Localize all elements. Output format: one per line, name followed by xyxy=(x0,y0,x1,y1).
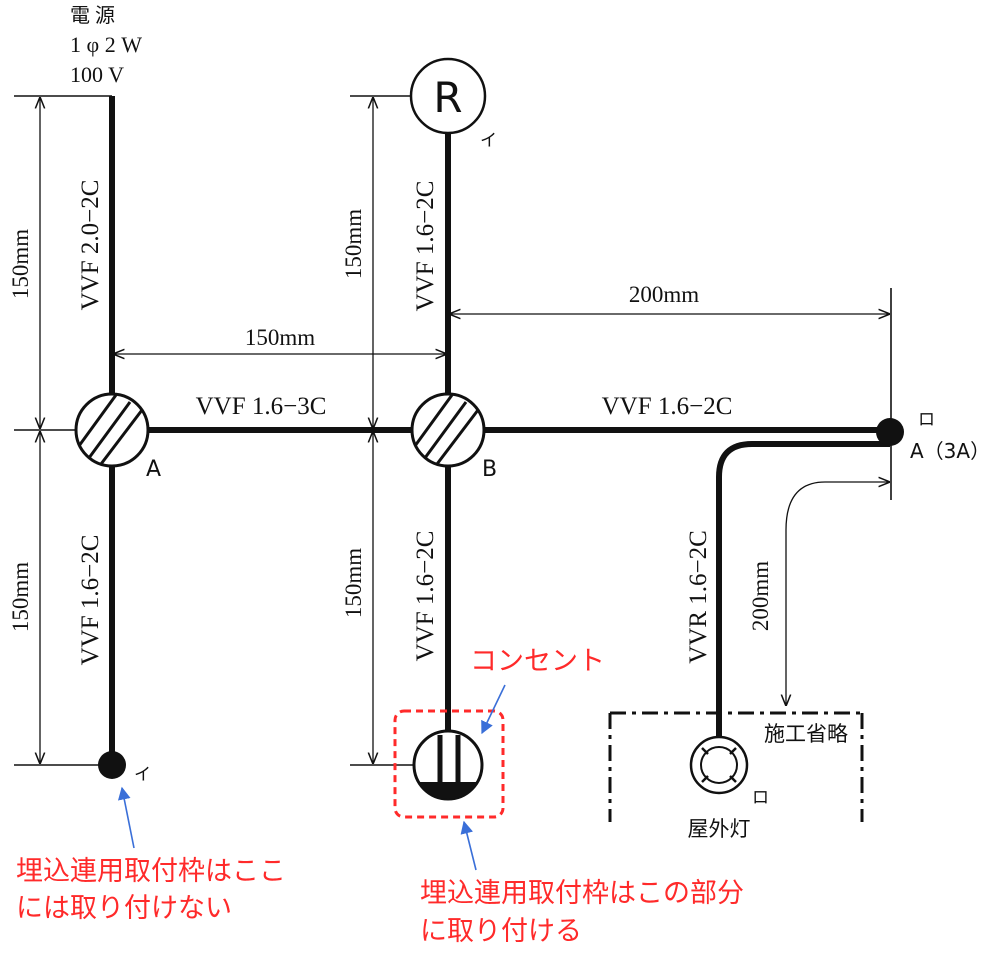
box-b-label: B xyxy=(482,457,497,482)
lamp-mark: ロ xyxy=(752,788,769,808)
outdoor-lamp-symbol xyxy=(689,735,749,795)
dim-label-middle-upper: 150mm xyxy=(341,209,366,279)
arrow-to-outlet-box xyxy=(460,820,477,871)
receptacle-mark: イ xyxy=(480,131,497,151)
dim-vertical-right xyxy=(786,482,889,705)
power-voltage: 100 V xyxy=(70,62,124,87)
cables xyxy=(109,96,890,765)
junction-box-b xyxy=(410,392,486,468)
junction-box-a xyxy=(74,392,150,468)
cable-label-b-up: VVF 1.6−2C xyxy=(412,181,439,312)
no-frame-note-line2: には取り付けない xyxy=(16,893,232,924)
outlet-highlight-box xyxy=(393,709,505,819)
power-source-title: 電 源 xyxy=(70,4,115,27)
hatch-a xyxy=(76,394,144,466)
hatch-b xyxy=(412,394,480,466)
dim-label-middle-lower: 150mm xyxy=(341,548,366,618)
cable-label-a-down: VVF 1.6−2C xyxy=(77,535,104,666)
box-a-label: A xyxy=(146,457,161,482)
no-frame-note-line1: 埋込連用取付枠はここ xyxy=(16,856,286,887)
end-a-mark: イ xyxy=(134,765,151,785)
dim-label-horizontal-ab: 150mm xyxy=(245,325,315,350)
cable-label-source: VVF 2.0−2C xyxy=(77,180,104,311)
omitted-area-border xyxy=(608,711,864,822)
dim-label-vertical-right: 200mm xyxy=(748,561,773,631)
dimension-lines xyxy=(40,98,889,763)
dim-label-horizontal-right: 200mm xyxy=(629,282,699,307)
cable-vvr xyxy=(716,441,890,738)
frame-note-line1: 埋込連用取付枠はこの部分 xyxy=(420,878,744,909)
arrow-to-outlet xyxy=(481,684,506,735)
switch-mark: ロ xyxy=(918,410,935,430)
end-dot-a xyxy=(98,751,126,779)
cable-label-b-right: VVF 1.6−2C xyxy=(602,393,733,420)
reference-lines xyxy=(14,95,892,766)
receptacle-r-symbol: R xyxy=(409,57,487,135)
frame-note-line2: に取り付ける xyxy=(420,916,582,947)
power-source-label: 電 源 1 φ 2 W 100 V xyxy=(70,4,142,87)
dim-label-left-lower: 150mm xyxy=(8,562,33,632)
cable-label-a-to-b: VVF 1.6−3C xyxy=(196,393,327,420)
switch-label: A（3A） xyxy=(910,439,990,463)
outlet-symbol xyxy=(412,729,484,801)
power-phase: 1 φ 2 W xyxy=(70,32,142,57)
arrow-to-end-a xyxy=(117,786,135,849)
dim-label-left-upper: 150mm xyxy=(8,229,33,299)
omitted-label: 施工省略 xyxy=(764,722,848,746)
outlet-annotation: コンセント xyxy=(470,646,605,677)
receptacle-letter: R xyxy=(433,73,462,122)
pointer-arrows xyxy=(117,684,506,871)
cable-label-vvr: VVR 1.6−2C xyxy=(685,530,712,664)
switch-dot xyxy=(876,418,904,446)
lamp-label: 屋外灯 xyxy=(688,817,751,841)
cable-label-b-down: VVF 1.6−2C xyxy=(412,531,439,662)
